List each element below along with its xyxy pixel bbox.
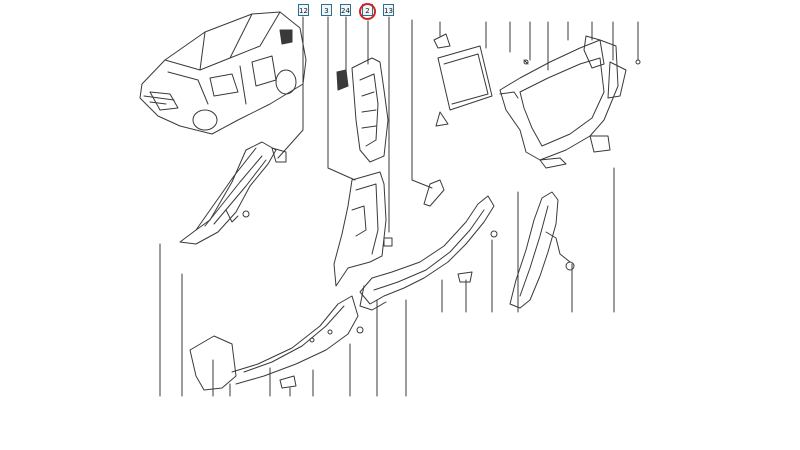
b-pillar-trim — [333, 57, 393, 287]
callout-tag[interactable]: 24 — [340, 4, 351, 16]
callout-tag[interactable]: 12 — [298, 4, 309, 16]
callout-tag[interactable]: 13 — [383, 4, 394, 16]
c-pillar-trim — [509, 191, 575, 309]
highlight-ring — [359, 3, 376, 20]
sill-trim — [189, 295, 364, 391]
callout-tag[interactable]: 3 — [321, 4, 332, 16]
a-pillar-trim — [179, 141, 287, 245]
rear-side-panel — [499, 35, 641, 169]
roof-rail-trim — [359, 179, 498, 311]
leader-lines — [159, 16, 639, 397]
quarter-window-panel — [433, 33, 519, 127]
vehicle-illustration — [139, 11, 307, 135]
